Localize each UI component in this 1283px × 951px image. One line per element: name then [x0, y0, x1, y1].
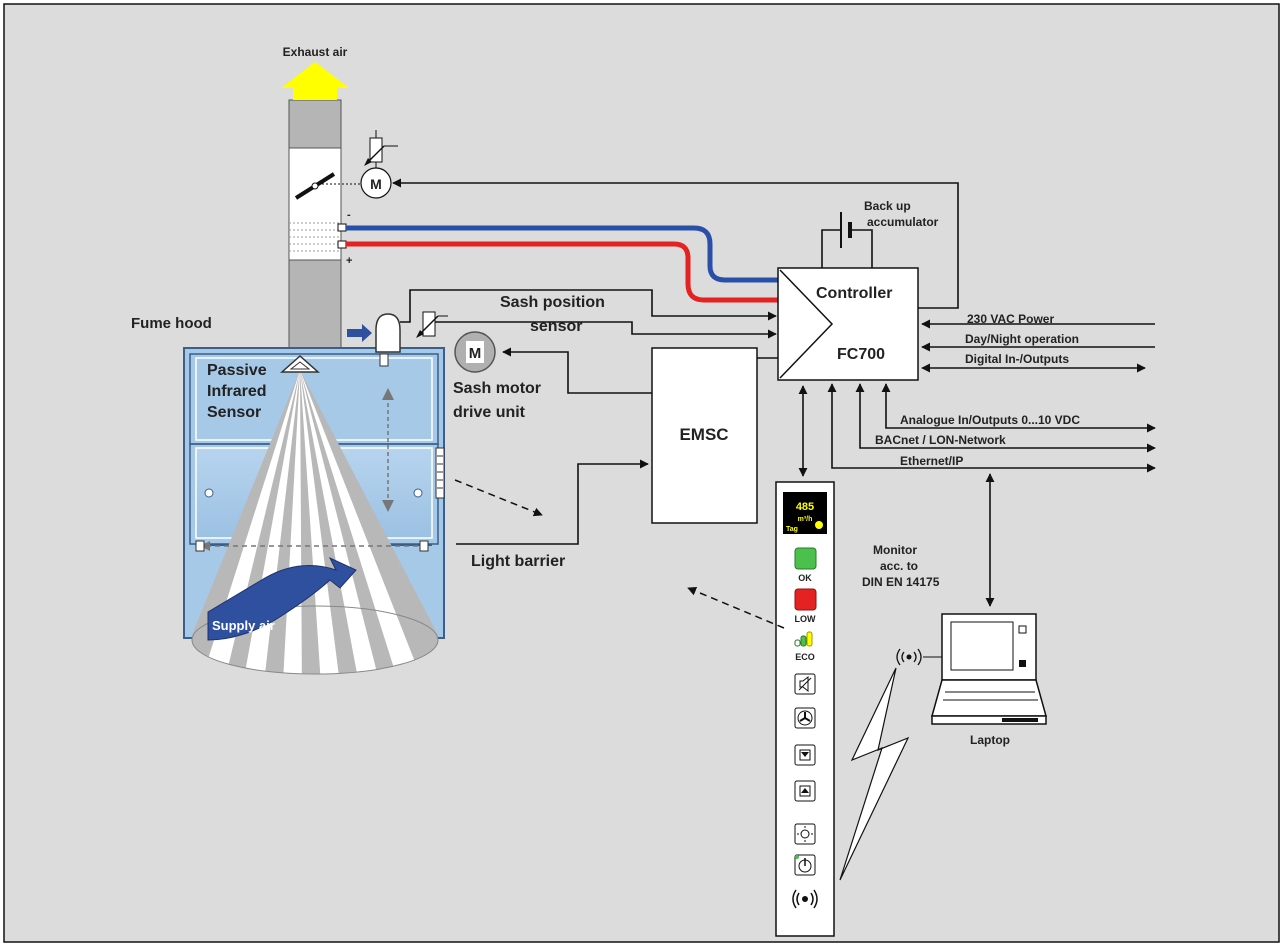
- damper-position-sensor-icon: [364, 130, 398, 168]
- monitor-label-line1: Monitor: [873, 543, 917, 557]
- exhaust-air-arrow: [281, 62, 349, 100]
- mute-icon[interactable]: [794, 673, 816, 695]
- sensor-flow-arrow: [347, 324, 372, 342]
- eco-label: ECO: [795, 652, 815, 662]
- sash-down-icon[interactable]: [794, 744, 816, 766]
- backup-label-line2: accumulator: [867, 215, 939, 229]
- controller-unit: [777, 267, 919, 381]
- display-mode: Tag: [786, 526, 798, 533]
- minus-pressure-line: [346, 225, 778, 283]
- laptop-wireless-icon: [896, 648, 942, 666]
- ethernet-label: Ethernet/IP: [900, 454, 963, 468]
- pir-label-line3: Sensor: [207, 404, 261, 421]
- fan-icon[interactable]: [794, 707, 816, 729]
- light-barrier-label: Light barrier: [471, 553, 565, 570]
- eco-indicator-icon: [794, 631, 813, 647]
- damper-motor-symbol: M: [370, 176, 382, 192]
- bacnet-label: BACnet / LON-Network: [875, 433, 1006, 447]
- display-unit: m³/h: [798, 516, 813, 523]
- exhaust-duct: [288, 99, 342, 351]
- low-led: [794, 588, 817, 611]
- supply-air-arrow: [207, 556, 357, 641]
- plus-label: +: [346, 255, 352, 267]
- sash-sensor-label-line1: Sash position: [500, 294, 605, 311]
- controller-model-label: FC700: [837, 346, 885, 363]
- monitor-label-line2: acc. to: [880, 559, 918, 573]
- pir-label-line2: Infrared: [207, 383, 267, 400]
- digital-io-label: Digital In-/Outputs: [965, 352, 1069, 366]
- wireless-link-icon: [839, 667, 910, 881]
- sash-motor-label-line1: Sash motor: [453, 380, 541, 397]
- emsc-label: EMSC: [679, 425, 728, 444]
- infrared-sensor-icon: [280, 354, 320, 373]
- display-light-icon: [815, 521, 823, 529]
- sash-sensor-potentiometer-icon: [416, 311, 448, 338]
- display-value: 485: [796, 501, 814, 513]
- supply-air-label: Supply air: [212, 618, 275, 633]
- backup-accumulator-icon: [821, 212, 873, 268]
- wireless-icon: [792, 889, 818, 909]
- laptop-icon: [931, 613, 1047, 725]
- pir-label-line1: Passive: [207, 362, 267, 379]
- fume-hood-label: Fume hood: [131, 315, 212, 332]
- sash-motor-label-line2: drive unit: [453, 404, 526, 421]
- light-icon[interactable]: [794, 823, 816, 845]
- minus-label: -: [347, 209, 351, 221]
- power-label: 230 VAC Power: [967, 312, 1054, 326]
- laptop-label: Laptop: [970, 733, 1010, 747]
- emsc-unit: [651, 347, 758, 524]
- controller-label: Controller: [816, 285, 892, 302]
- analogue-io-label: Analogue In/Outputs 0...10 VDC: [900, 413, 1080, 427]
- ok-led: [794, 547, 817, 570]
- power-icon[interactable]: [794, 854, 816, 876]
- ok-label: OK: [798, 573, 812, 583]
- sash-up-icon[interactable]: [794, 780, 816, 802]
- sash-position-sensor-icon: [375, 313, 401, 367]
- day-night-label: Day/Night operation: [965, 332, 1079, 346]
- sash-motor-symbol: M: [469, 345, 482, 362]
- backup-label-line1: Back up: [864, 199, 911, 213]
- monitor-label-line3: DIN EN 14175: [862, 575, 940, 589]
- exhaust-air-label: Exhaust air: [283, 45, 348, 59]
- low-label: LOW: [795, 614, 816, 624]
- sash-sensor-label-line2: sensor: [530, 318, 582, 335]
- plus-pressure-line: [346, 241, 778, 303]
